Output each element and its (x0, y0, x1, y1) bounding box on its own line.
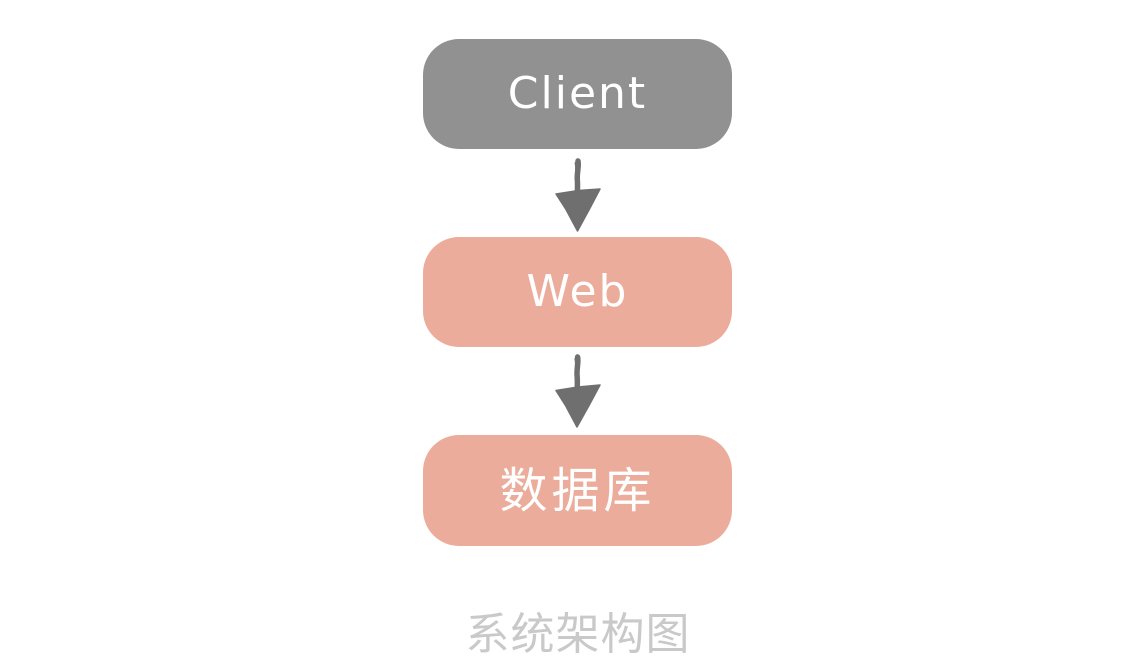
node-database[interactable]: 数据库 (423, 435, 732, 546)
node-web[interactable]: Web (423, 237, 732, 347)
diagram-caption: 系统架构图 (465, 609, 691, 660)
node-database-label: 数据库 (499, 462, 656, 519)
node-web-label: Web (526, 266, 629, 317)
node-client[interactable]: Client (423, 39, 732, 149)
node-client-label: Client (507, 68, 648, 119)
arrow-down-icon (555, 354, 601, 428)
arrow-down-icon (555, 158, 601, 232)
edge-client-to-web (547, 158, 607, 234)
edge-web-to-database (547, 354, 607, 430)
